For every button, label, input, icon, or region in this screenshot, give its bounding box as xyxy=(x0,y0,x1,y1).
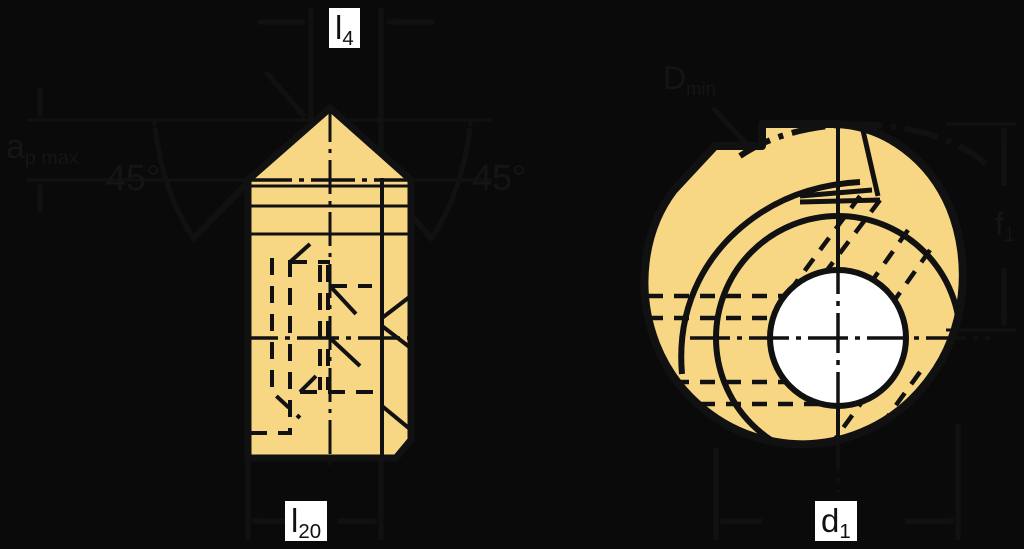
bore-chamfer-2 xyxy=(298,374,318,394)
label-l20-sub: 20 xyxy=(298,520,322,544)
right-view-group xyxy=(640,106,1016,540)
hidden-bore-inner-left xyxy=(270,258,302,420)
upper-right-edge xyxy=(859,125,881,197)
dmin-leader xyxy=(711,106,750,148)
hidden-bore-left xyxy=(250,258,292,435)
l20-dimension xyxy=(245,460,384,540)
label-l20-base: l xyxy=(291,502,299,539)
dmin-leader-line xyxy=(711,106,750,148)
left-view-group xyxy=(27,8,492,540)
label-dmin: Dmin xyxy=(663,60,716,98)
dashed-radial-2 xyxy=(804,198,882,300)
angle-arc-left xyxy=(149,118,195,238)
label-l4: l4 xyxy=(329,8,360,51)
bore-chamfer-3 xyxy=(328,284,358,316)
bore-chamfer-1 xyxy=(288,242,312,264)
f1-dimension xyxy=(946,122,1016,332)
angle-arc-right xyxy=(430,118,476,238)
label-l20: l20 xyxy=(285,501,328,544)
dashed-radial-1 xyxy=(784,194,862,298)
label-f1-sub: 1 xyxy=(1003,223,1015,246)
label-angle-left: 45° xyxy=(106,157,161,198)
rake-spiral-curve xyxy=(678,179,861,375)
dmin-arc xyxy=(738,121,988,167)
label-apmax-sub: p max xyxy=(24,147,79,170)
label-d1-base: d xyxy=(821,502,840,539)
label-l4-base: l xyxy=(335,9,343,46)
angle-indicator-left xyxy=(149,118,255,243)
label-dmin-sub: min xyxy=(686,77,716,99)
label-f1: f1 xyxy=(995,206,1015,245)
label-dmin-base: D xyxy=(663,60,687,96)
bore-chamfer-4 xyxy=(328,336,362,368)
label-l4-sub: 4 xyxy=(342,27,354,51)
label-d1: d1 xyxy=(815,501,857,544)
angle-indicator-right xyxy=(407,118,476,242)
label-apmax: ap max xyxy=(6,128,79,168)
label-apmax-base: a xyxy=(6,128,25,166)
apex-leader-line xyxy=(264,70,307,119)
angle-leader-left xyxy=(189,175,255,243)
d1-dimension xyxy=(713,424,961,540)
apex-leader-arrow xyxy=(264,70,307,119)
label-d1-sub: 1 xyxy=(839,520,851,544)
label-f1-base: f xyxy=(995,206,1004,242)
label-angle-right: 45° xyxy=(472,157,527,198)
